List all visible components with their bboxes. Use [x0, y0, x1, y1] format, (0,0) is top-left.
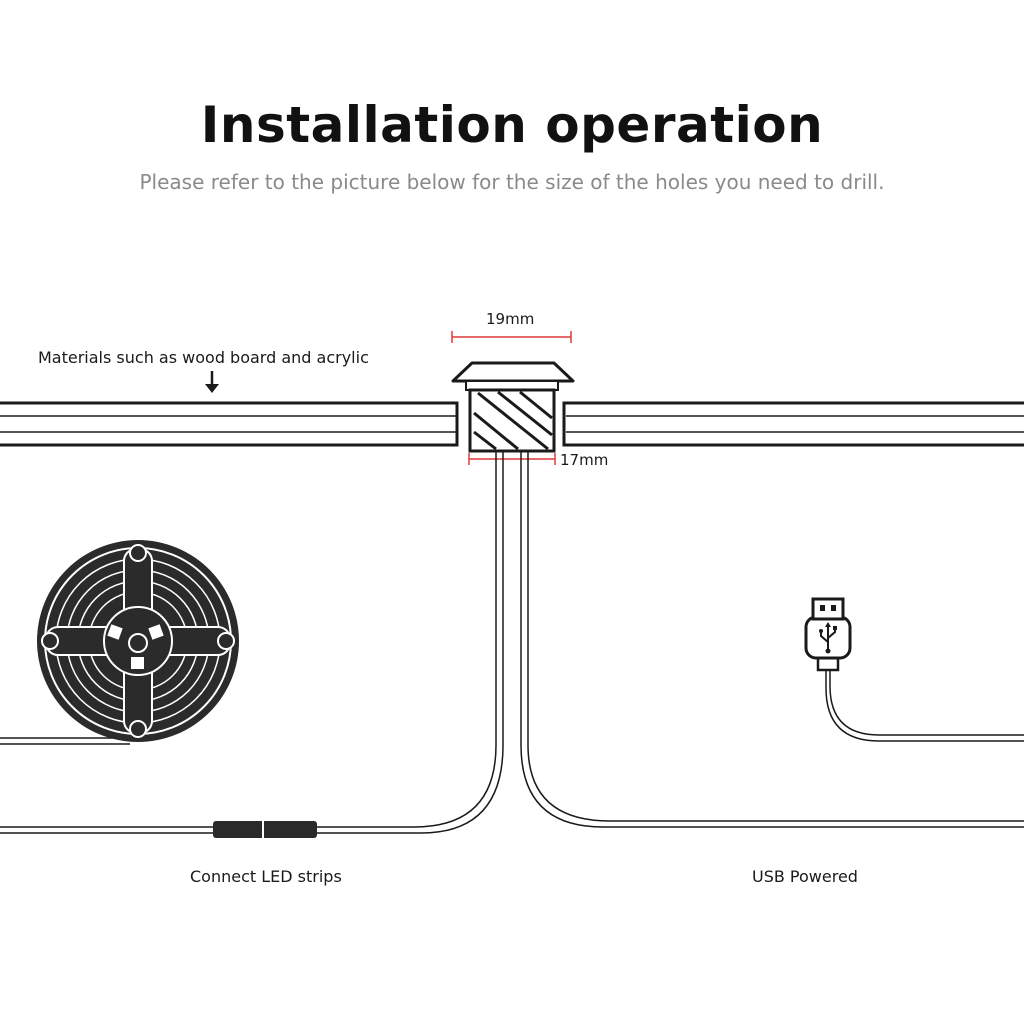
page-subtitle: Please refer to the picture below for th…: [139, 170, 885, 194]
materials-label: Materials such as wood board and acrylic: [38, 348, 369, 367]
usb-powered-label: USB Powered: [752, 867, 858, 886]
outer-diameter-dimension: [451, 331, 572, 343]
board-left: [0, 401, 459, 447]
connect-led-label: Connect LED strips: [190, 867, 342, 886]
led-strip-reel-icon: [0, 540, 239, 745]
hole-diameter-label: 17mm: [560, 451, 609, 469]
arrow-down-icon: [205, 371, 219, 393]
puck-light: [451, 361, 575, 453]
strip-connector: [0, 821, 317, 838]
outer-diameter-label: 19mm: [486, 310, 535, 328]
board-right: [562, 401, 1024, 447]
page-title: Installation operation: [200, 96, 824, 154]
puck-cable: [316, 451, 1024, 834]
usb-plug-icon: [804, 597, 1024, 742]
hole-diameter-dimension: [468, 453, 556, 465]
